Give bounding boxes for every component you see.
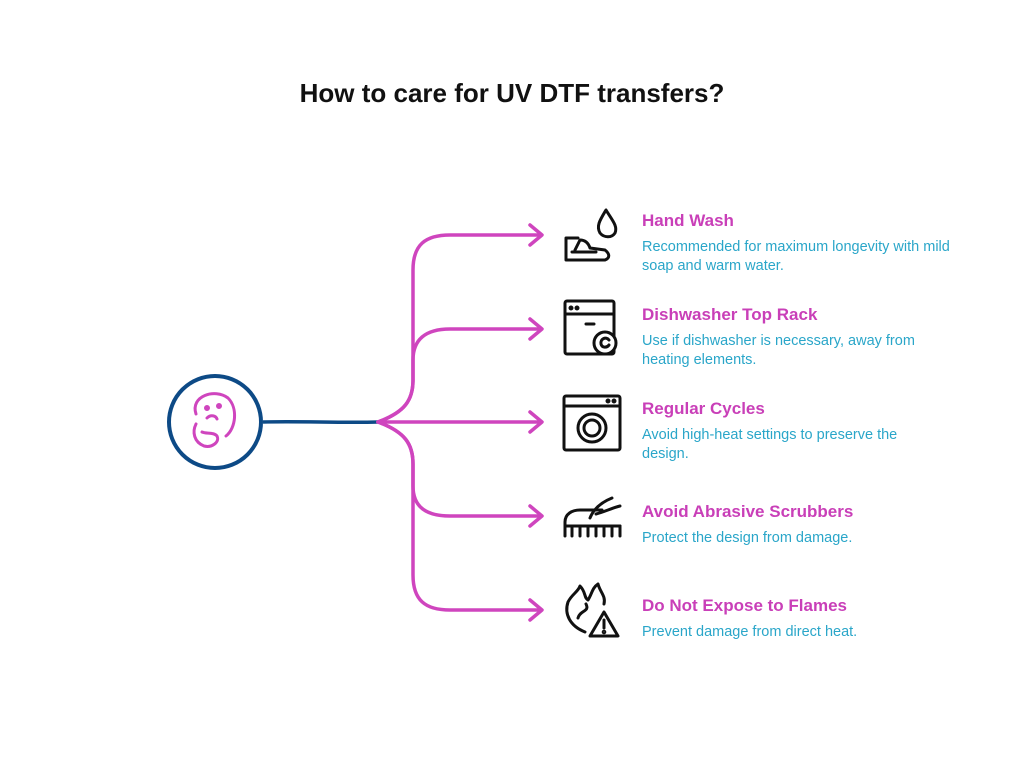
arrowhead <box>528 598 544 622</box>
care-item-scrubbers: Avoid Abrasive Scrubbers Protect the des… <box>642 501 962 548</box>
item-description: Use if dishwasher is necessary, away fro… <box>642 333 915 368</box>
branch-dishwasher <box>376 327 542 424</box>
care-item-dishwasher: Dishwasher Top Rack Use if dishwasher is… <box>642 304 962 370</box>
hand-wash-icon <box>564 208 618 262</box>
branch-flames <box>376 420 542 612</box>
item-heading: Dishwasher Top Rack <box>642 305 818 324</box>
branch-connectors <box>376 223 544 622</box>
item-heading: Regular Cycles <box>642 399 765 418</box>
page-title: How to care for UV DTF transfers? <box>299 78 725 108</box>
care-item-flames: Do Not Expose to Flames Prevent damage f… <box>642 595 962 642</box>
item-heading: Hand Wash <box>642 211 734 230</box>
arrowhead <box>528 410 544 434</box>
scrub-brush-icon <box>563 496 622 538</box>
item-heading: Avoid Abrasive Scrubbers <box>642 502 854 521</box>
fire-warning-icon <box>565 582 620 638</box>
item-description: Protect the design from damage. <box>642 530 853 546</box>
care-item-hand-wash: Hand Wash Recommended for maximum longev… <box>642 210 962 276</box>
hub-connector <box>262 419 379 425</box>
item-description: Recommended for maximum longevity with m… <box>642 239 950 274</box>
thinking-face-icon <box>192 392 236 448</box>
item-description: Avoid high-heat settings to preserve the… <box>642 427 898 462</box>
hub-node <box>167 374 263 470</box>
dishwasher-icon <box>563 299 618 356</box>
item-description: Prevent damage from direct heat. <box>642 624 858 640</box>
item-heading: Do Not Expose to Flames <box>642 596 847 615</box>
arrowhead <box>528 504 544 528</box>
arrowhead <box>528 223 544 247</box>
care-item-regular-cycles: Regular Cycles Avoid high-heat settings … <box>642 398 962 464</box>
arrowhead <box>528 317 544 341</box>
washing-machine-icon <box>562 394 622 452</box>
